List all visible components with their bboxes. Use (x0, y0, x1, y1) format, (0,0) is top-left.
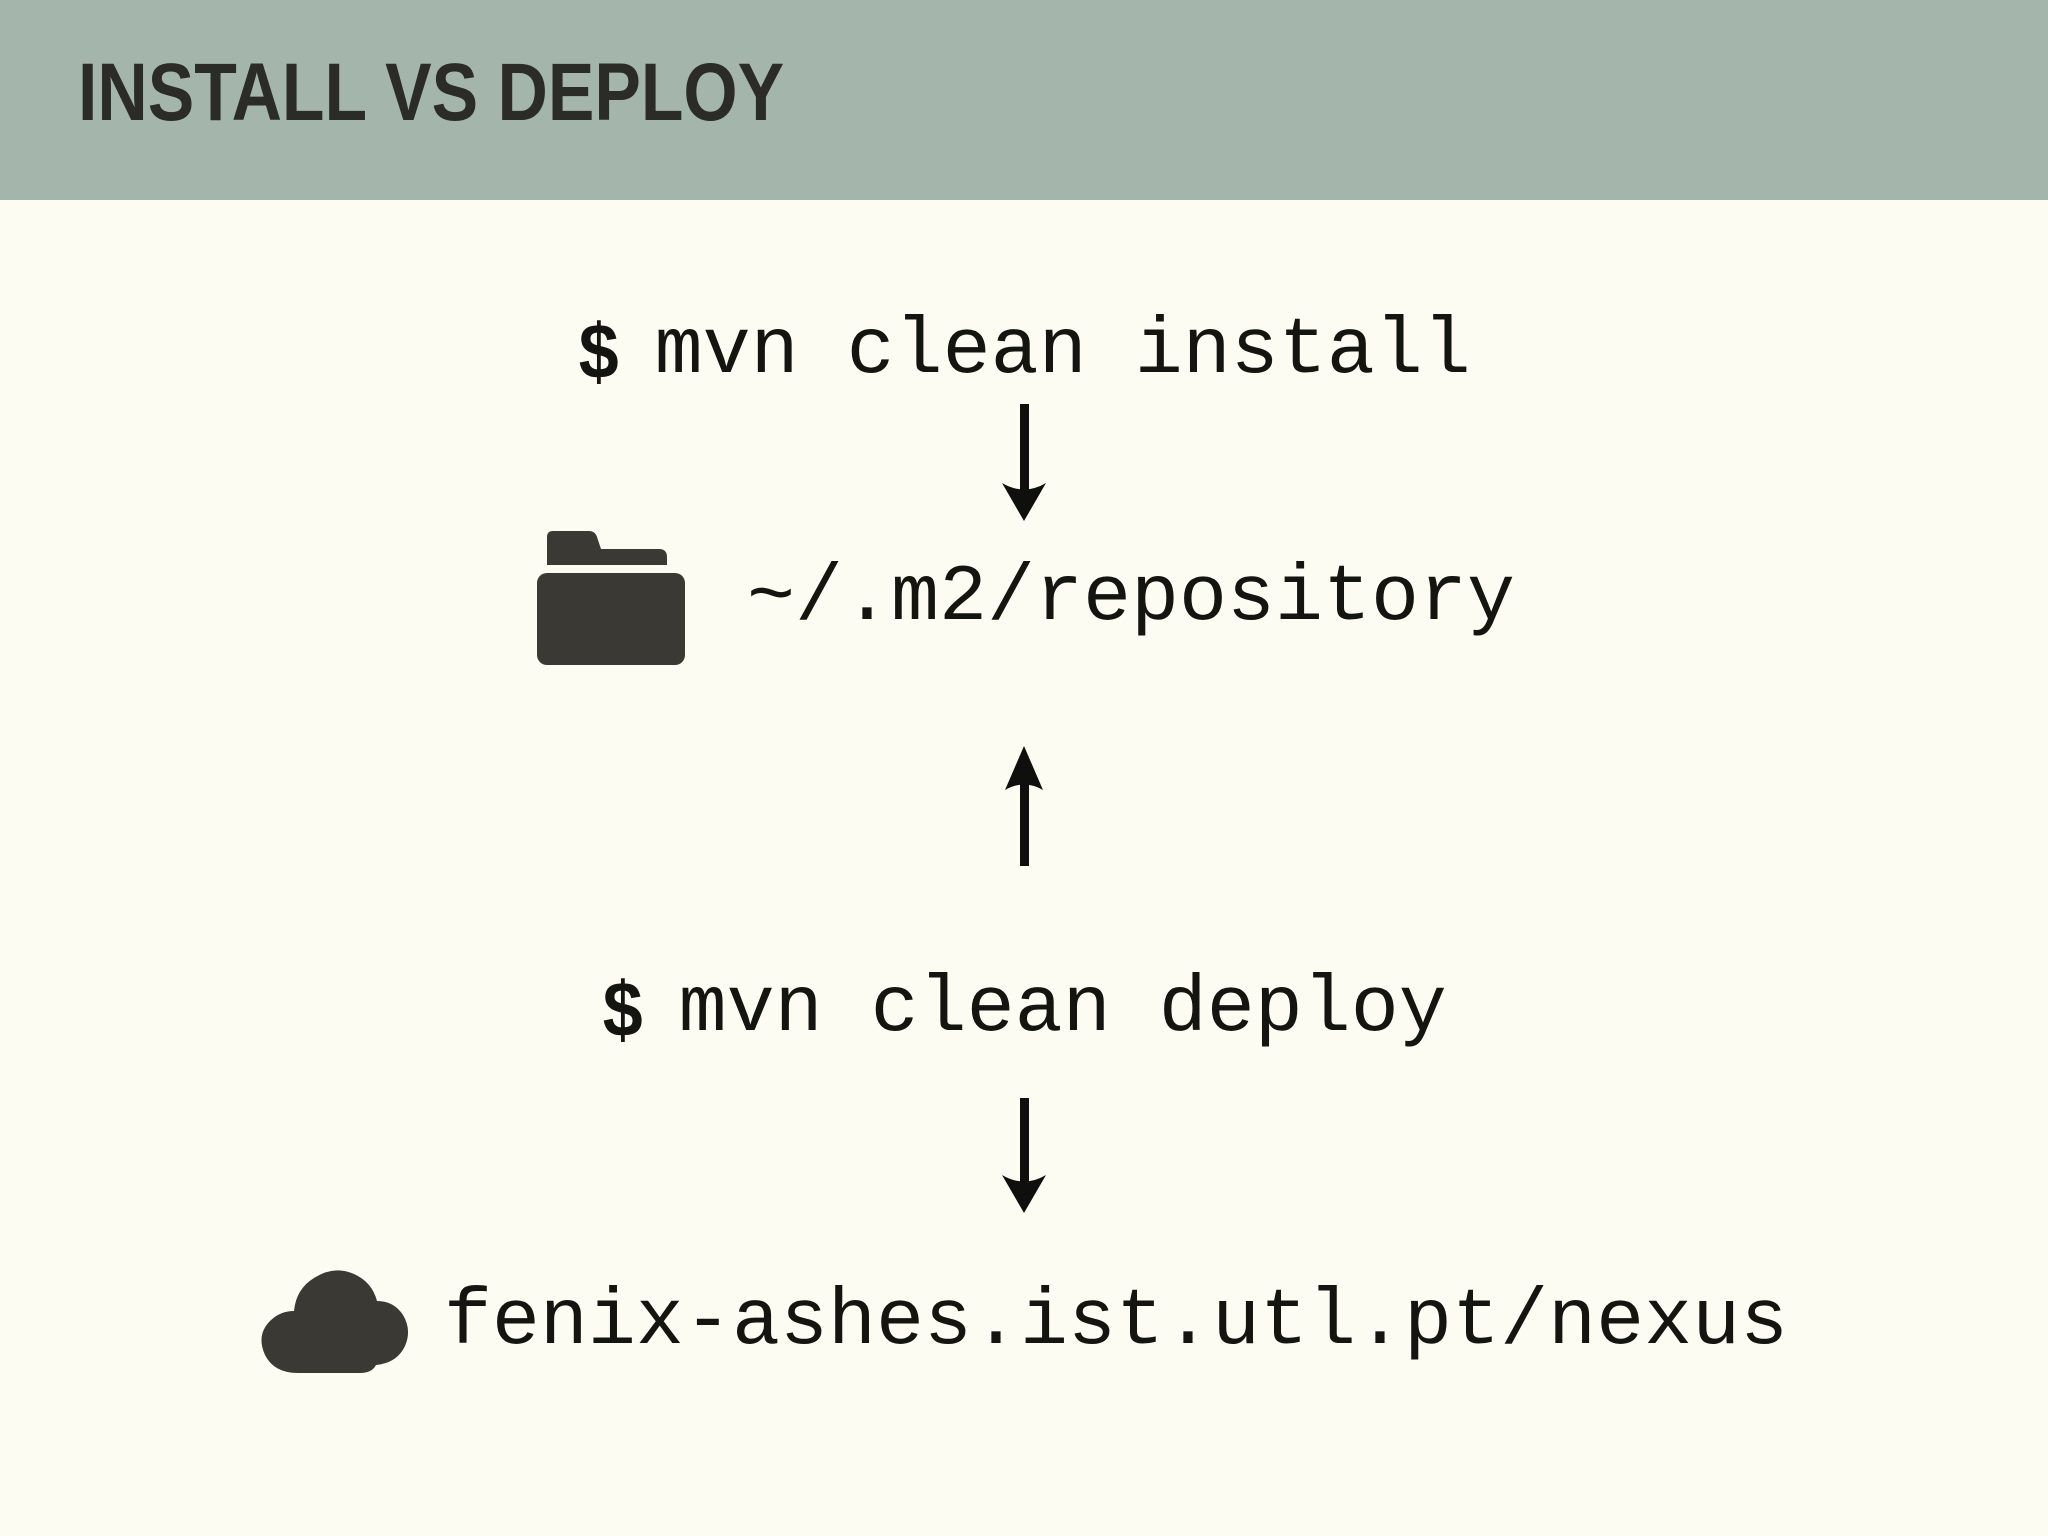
down-arrow-icon (993, 404, 1055, 522)
up-arrow-icon (993, 746, 1055, 866)
remote-repository-url: fenix-ashes.ist.utl.pt/nexus (443, 1276, 1789, 1368)
arrow-local-from-deploy (0, 746, 2048, 866)
shell-prompt: $ (602, 964, 643, 1053)
arrow-deploy-to-remote (0, 1098, 2048, 1214)
shell-prompt: $ (578, 306, 619, 395)
slide-title: INSTALL VS DEPLOY (78, 47, 785, 138)
down-arrow-icon (993, 1098, 1055, 1214)
header-band: INSTALL VS DEPLOY (0, 0, 2048, 200)
install-command-row: $ mvn clean install (0, 296, 2048, 406)
folder-icon (533, 531, 685, 665)
remote-repository-row: fenix-ashes.ist.utl.pt/nexus (0, 1252, 2048, 1392)
local-repository-row: ~/.m2/repository (0, 528, 2048, 668)
deploy-command-row: $ mvn clean deploy (0, 954, 2048, 1064)
install-command-text: mvn clean install (654, 305, 1471, 397)
cloud-icon (260, 1269, 410, 1375)
deploy-command-text: mvn clean deploy (678, 963, 1447, 1055)
local-repository-path: ~/.m2/repository (746, 552, 1516, 644)
arrow-install-to-local (0, 404, 2048, 522)
